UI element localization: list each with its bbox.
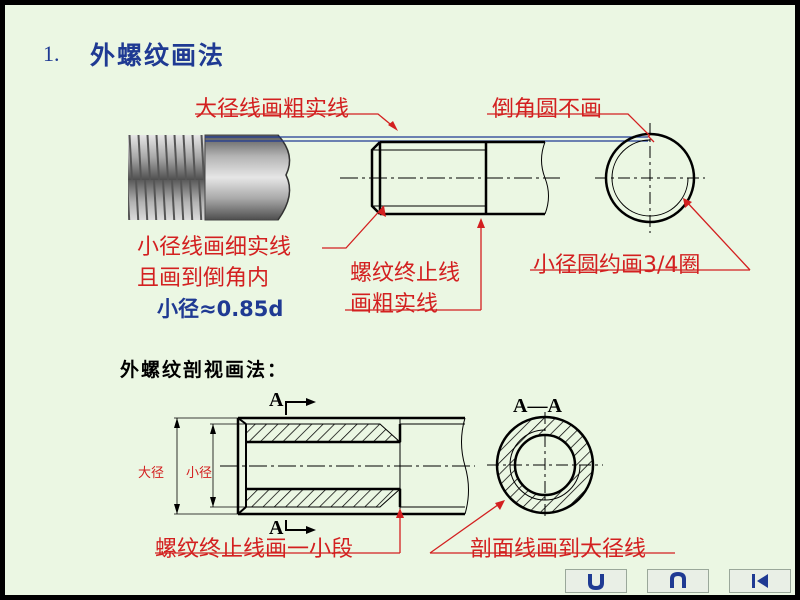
bolt-end-view xyxy=(595,123,705,233)
u-turn-icon xyxy=(588,574,604,590)
upper-leaders xyxy=(195,113,751,311)
upper-leader-arrowheads xyxy=(378,121,692,228)
page-title: 外螺纹画法 xyxy=(90,41,226,70)
section-view xyxy=(174,398,475,534)
dim-minor-label: 小径 xyxy=(186,462,213,481)
label-thread-end-1: 螺纹终止线 xyxy=(350,261,461,286)
skip-to-start-icon xyxy=(752,574,768,588)
cut-label-bottom: A xyxy=(269,517,284,539)
drawing-canvas xyxy=(128,113,751,554)
nav-return-button[interactable] xyxy=(565,569,627,593)
nav-first-button[interactable] xyxy=(729,569,791,593)
label-chamfer-circle: 倒角圆不画 xyxy=(492,97,603,122)
n-arch-icon xyxy=(670,572,686,588)
label-minor-thin-1: 小径线画细实线 xyxy=(137,235,292,260)
lower-leaders xyxy=(155,501,675,554)
note-thread-end: 螺纹终止线画一小段 xyxy=(155,537,354,562)
dim-major-label: 大径 xyxy=(138,462,165,481)
note-hatch: 剖面线画到大径线 xyxy=(470,537,647,562)
label-thread-end-2: 画粗实线 xyxy=(350,292,439,317)
section-view-label: A—A xyxy=(513,395,562,417)
label-minor-ratio: 小径≈0.85d xyxy=(157,297,284,321)
label-minor-circle: 小径圆约画3/4圈 xyxy=(533,253,701,278)
nav-back-button[interactable] xyxy=(647,569,709,593)
slide: 1. 外螺纹画法 大径线画粗实线 倒角圆不画 小径线画细实线 且画到倒角内 小径… xyxy=(5,5,795,595)
bolt-render xyxy=(128,134,291,221)
bolt-front-view xyxy=(340,140,560,216)
section-title: 外螺纹剖视画法： xyxy=(120,359,289,381)
title-number: 1. xyxy=(43,41,60,66)
section-end-view xyxy=(487,412,603,520)
label-minor-thin-2: 且画到倒角内 xyxy=(137,266,270,291)
lower-leader-arrowheads xyxy=(396,500,505,518)
cut-label-top: A xyxy=(269,389,284,411)
label-major-thick: 大径线画粗实线 xyxy=(195,97,350,122)
